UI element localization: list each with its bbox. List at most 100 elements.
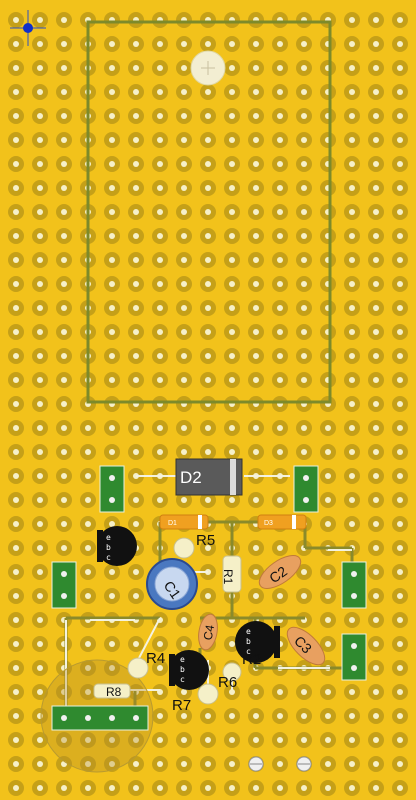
pad-hole xyxy=(373,785,379,791)
pad-hole xyxy=(277,449,283,455)
pad-hole xyxy=(373,473,379,479)
pad-hole xyxy=(157,665,163,671)
pad-hole xyxy=(37,257,43,263)
pad-hole xyxy=(37,473,43,479)
pad-hole xyxy=(397,65,403,71)
pad-hole xyxy=(349,161,355,167)
pad-hole xyxy=(133,257,139,263)
pad-hole xyxy=(373,137,379,143)
d2-label: D2 xyxy=(180,468,202,487)
pad-hole xyxy=(181,617,187,623)
pad-hole xyxy=(397,329,403,335)
pad-hole xyxy=(13,425,19,431)
pad-hole xyxy=(37,161,43,167)
pad-hole xyxy=(301,41,307,47)
pad-hole xyxy=(325,737,331,743)
pad-hole xyxy=(397,497,403,503)
pad-hole xyxy=(205,713,211,719)
transistor-left: e b c xyxy=(97,526,137,566)
pad-hole xyxy=(109,377,115,383)
pad-hole xyxy=(205,737,211,743)
pad-hole xyxy=(37,641,43,647)
pad-hole xyxy=(229,161,235,167)
pad-hole xyxy=(61,41,67,47)
pad-hole xyxy=(397,425,403,431)
pad-hole xyxy=(37,497,43,503)
pad-hole xyxy=(181,41,187,47)
pad-hole xyxy=(13,185,19,191)
pad-hole xyxy=(181,713,187,719)
pad-hole xyxy=(85,521,91,527)
pad-hole xyxy=(229,377,235,383)
pad-hole xyxy=(133,641,139,647)
pad-hole xyxy=(109,233,115,239)
pad-hole xyxy=(61,113,67,119)
pad-hole xyxy=(157,233,163,239)
pad-hole xyxy=(205,233,211,239)
pad-hole xyxy=(253,689,259,695)
pad-hole xyxy=(37,209,43,215)
pad-hole xyxy=(253,737,259,743)
pad-hole xyxy=(229,137,235,143)
pad-hole xyxy=(373,17,379,23)
pad-hole xyxy=(229,641,235,647)
pad-hole xyxy=(373,161,379,167)
pad-hole xyxy=(301,569,307,575)
resistor-r6-pad xyxy=(222,662,242,682)
pad-hole xyxy=(253,233,259,239)
pad-hole xyxy=(85,473,91,479)
pad-hole xyxy=(109,161,115,167)
pad-hole xyxy=(397,377,403,383)
pad-hole xyxy=(373,545,379,551)
pad-hole xyxy=(349,617,355,623)
pad-hole xyxy=(301,689,307,695)
pad-hole xyxy=(397,761,403,767)
pad-hole xyxy=(301,785,307,791)
pad-hole xyxy=(301,593,307,599)
pad-hole xyxy=(157,209,163,215)
pad-hole xyxy=(13,689,19,695)
pad-hole xyxy=(37,785,43,791)
pad-hole xyxy=(253,569,259,575)
diode-d3: D3 xyxy=(257,514,307,530)
pad-hole xyxy=(397,473,403,479)
pad-hole xyxy=(373,233,379,239)
pad-hole xyxy=(349,785,355,791)
pad-hole xyxy=(301,233,307,239)
pad-hole xyxy=(181,329,187,335)
pad-hole xyxy=(61,257,67,263)
transistor-middle-pin-b: b xyxy=(180,665,185,674)
pad-hole xyxy=(301,425,307,431)
pad-hole xyxy=(37,89,43,95)
pad-hole xyxy=(325,785,331,791)
pad-hole xyxy=(109,641,115,647)
pad-hole xyxy=(205,305,211,311)
pad-hole xyxy=(133,41,139,47)
diode-d1: D1 xyxy=(159,514,209,530)
pad-hole xyxy=(397,593,403,599)
pad-hole xyxy=(325,689,331,695)
pad-hole xyxy=(181,761,187,767)
pad-hole xyxy=(277,425,283,431)
pad-hole xyxy=(61,233,67,239)
pad-hole xyxy=(61,17,67,23)
pad-hole xyxy=(181,785,187,791)
pad-hole xyxy=(181,497,187,503)
pad-hole xyxy=(37,377,43,383)
pad-hole xyxy=(277,329,283,335)
pad-hole xyxy=(133,329,139,335)
pad-hole xyxy=(325,497,331,503)
pad-hole xyxy=(373,89,379,95)
pad-hole xyxy=(301,209,307,215)
mounting-hole-icon xyxy=(190,50,226,86)
outline-rect xyxy=(86,20,332,404)
pad-hole xyxy=(61,737,67,743)
pad-hole xyxy=(205,329,211,335)
pad-hole xyxy=(301,713,307,719)
pad-hole xyxy=(61,425,67,431)
pad-hole xyxy=(109,425,115,431)
pad-hole xyxy=(373,713,379,719)
pad-hole xyxy=(397,641,403,647)
pad-hole xyxy=(133,137,139,143)
